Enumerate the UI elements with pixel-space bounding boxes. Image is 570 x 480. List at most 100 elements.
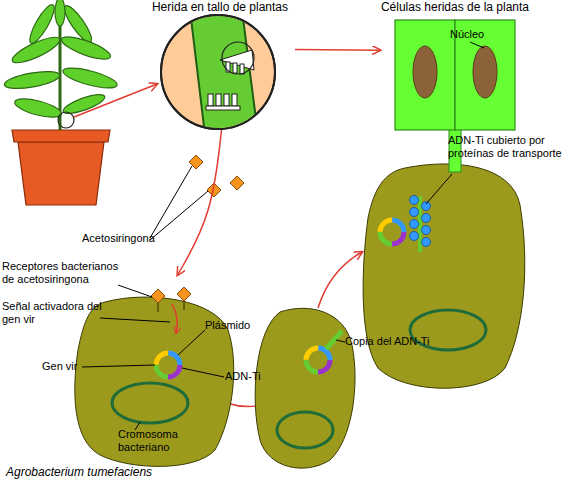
heading: Células heridas de la planta [380, 0, 530, 14]
part-label: Copia del ADN-Ti [345, 335, 445, 348]
acetosyringone [230, 176, 244, 190]
leader-line [100, 318, 170, 322]
ti-dna-strand [418, 196, 422, 252]
leaf [61, 91, 106, 117]
leader-line [82, 365, 155, 367]
part-label: Gen vir [42, 360, 92, 373]
part-label: ADN-Ti cubierto por proteínas de transpo… [448, 134, 568, 160]
flow-arrow [318, 252, 362, 308]
leaf [61, 64, 119, 92]
species-name: Agrobacterium tumefaciens [6, 465, 152, 479]
receptor [151, 289, 165, 303]
leaf [59, 33, 113, 64]
acetosyringone [189, 155, 203, 169]
detail-circle [222, 42, 254, 74]
transport-protein [410, 220, 419, 229]
transport-protein [410, 208, 419, 217]
acetosyringone [207, 183, 221, 197]
part-label: Señal activadora del gen vir [2, 300, 117, 326]
leaf [9, 33, 62, 68]
receptors [151, 287, 191, 312]
node-shape [145, 0, 295, 130]
heading: Herida en tallo de plantas [145, 0, 295, 14]
leader-line [150, 191, 208, 240]
wound-tooth [216, 94, 221, 106]
part-label: Receptores bacterianos de acetosiringona [2, 260, 132, 286]
potted-plant [3, 0, 119, 205]
zoom-marker [58, 112, 74, 128]
stem [190, 10, 258, 135]
zoom-outline [161, 15, 275, 129]
leader-line [150, 166, 192, 238]
leader-line [118, 285, 152, 297]
leader-line [336, 340, 345, 342]
part-label: Núcleo [450, 28, 510, 41]
plasmid-segment [380, 220, 404, 244]
leader-line [470, 42, 484, 48]
wound-tooth [208, 94, 213, 106]
ti-dna-copy [326, 331, 342, 349]
leader-line [182, 368, 224, 377]
transport-protein [422, 202, 431, 211]
transport-protein [410, 196, 419, 205]
flow-arrow [295, 49, 380, 51]
nucleus [413, 46, 437, 98]
wound-tooth [240, 64, 244, 74]
chromosomes [112, 310, 486, 448]
chromosome [112, 383, 188, 423]
node-shape-group [161, 15, 275, 129]
plasmid-segment [156, 353, 180, 377]
pot-rim [12, 130, 110, 142]
plant-cells: Células heridas de la planta [380, 0, 530, 132]
wound-tooth [233, 63, 237, 73]
plasmid-segment [380, 220, 404, 244]
wound-tooth [224, 94, 229, 106]
wound-cut [220, 50, 254, 70]
plasmid-segment [380, 220, 404, 244]
plasmid [156, 353, 180, 377]
acetosyringone-molecules [189, 155, 244, 197]
chromosome [277, 412, 333, 448]
leaf [55, 0, 65, 26]
node-shape [380, 0, 530, 132]
coated-ti-dna [410, 196, 431, 253]
plasmid-segment [156, 353, 180, 377]
plasmid-segment [156, 353, 180, 377]
bacterium [255, 308, 355, 468]
flow-arrow [178, 130, 222, 275]
plasmid-segment [380, 220, 404, 244]
leaf [13, 95, 63, 121]
plasmid-segment [306, 348, 330, 372]
wound-tooth [232, 94, 237, 106]
part-label: Acetosiringona [82, 232, 172, 245]
transport-protein [422, 214, 431, 223]
transport-protein [422, 238, 431, 247]
leaf [3, 68, 61, 92]
bacterium [363, 164, 525, 388]
part-label: Plásmido [205, 319, 265, 332]
receptor-stalk [183, 300, 184, 310]
part-label: ADN-Ti [225, 370, 275, 383]
signal-arrow [172, 304, 177, 333]
wound-base [206, 106, 240, 110]
plasmid-segment [306, 348, 330, 372]
transport-protein [422, 226, 431, 235]
receptor [177, 287, 191, 301]
plant-stem [59, 8, 62, 135]
nucleus [473, 46, 497, 98]
flower-pot [18, 142, 104, 205]
zoom-circle [161, 15, 275, 129]
leader-lines [82, 42, 484, 430]
leaf [60, 3, 95, 46]
plasmid-segment [306, 348, 330, 372]
leader-line [426, 174, 452, 204]
part-label: Cromosoma bacteriano [118, 428, 188, 454]
receptor-stalk [157, 302, 158, 312]
wound-zoom-circle: Herida en tallo de plantas [145, 0, 295, 130]
leaf [26, 2, 58, 46]
plasmid-segment [156, 353, 180, 377]
plasmid-segment [306, 348, 330, 372]
